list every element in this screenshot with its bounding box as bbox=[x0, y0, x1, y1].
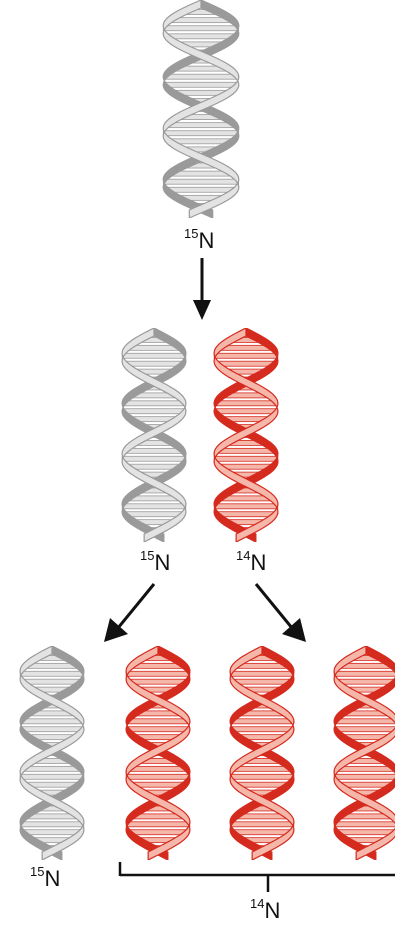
dna-helix-icon bbox=[224, 646, 300, 860]
isotope-mass: 15 bbox=[30, 864, 44, 879]
helix-parental bbox=[156, 0, 246, 218]
base-pair-rung bbox=[126, 671, 190, 676]
dna-helix-icon bbox=[120, 646, 196, 860]
label-14n-gen1: 14N bbox=[236, 550, 266, 576]
base-pair-rung bbox=[125, 448, 183, 453]
isotope-mass: 15 bbox=[184, 226, 198, 241]
backbone-strand bbox=[122, 328, 186, 542]
backbone-strand bbox=[334, 646, 395, 860]
isotope-mass: 14 bbox=[236, 548, 250, 563]
base-pair-rung bbox=[125, 361, 184, 366]
base-pair-rung bbox=[164, 74, 237, 79]
base-pair-rung bbox=[337, 766, 395, 771]
base-pair-rung bbox=[20, 822, 84, 827]
dna-helix-icon bbox=[14, 646, 90, 860]
base-pair-rung bbox=[214, 456, 278, 461]
backbone-strand bbox=[230, 646, 294, 860]
base-pair-rung bbox=[334, 822, 395, 827]
base-pair-rung bbox=[163, 131, 238, 136]
base-pair-rung bbox=[20, 774, 84, 779]
base-pair-rung bbox=[163, 26, 238, 31]
base-pair-rung bbox=[129, 830, 188, 835]
base-pair-rung bbox=[230, 774, 294, 779]
base-pair-rung bbox=[23, 679, 82, 684]
base-pair-rung bbox=[125, 512, 184, 517]
arrow-down-right-icon bbox=[250, 582, 310, 644]
dna-helix-icon bbox=[116, 328, 192, 542]
base-pair-rung bbox=[217, 448, 275, 453]
base-pair-rung bbox=[233, 766, 291, 771]
base-pair-rung bbox=[230, 671, 294, 676]
helix-gen2-new-1 bbox=[120, 646, 196, 860]
dna-helix-icon bbox=[328, 646, 395, 860]
base-pair-rung bbox=[215, 409, 277, 414]
base-pair-rung bbox=[164, 82, 237, 87]
base-pair-rung bbox=[23, 830, 82, 835]
base-pair-rung bbox=[217, 512, 276, 517]
base-pair-rung bbox=[334, 671, 395, 676]
base-pair-rung bbox=[20, 671, 84, 676]
base-pair-rung bbox=[335, 727, 395, 732]
base-pair-rung bbox=[166, 187, 236, 192]
base-pair-rung bbox=[335, 719, 395, 724]
base-pair-rung bbox=[126, 822, 190, 827]
isotope-mass: 15 bbox=[140, 548, 154, 563]
base-pair-rung bbox=[233, 679, 292, 684]
label-15n-gen1: 15N bbox=[140, 550, 170, 576]
base-pair-rung bbox=[123, 409, 185, 414]
arrow-down-left-icon bbox=[100, 582, 160, 644]
bracket bbox=[118, 862, 395, 892]
base-pair-rung bbox=[217, 361, 276, 366]
base-pair-rung bbox=[21, 727, 83, 732]
base-pair-rung bbox=[126, 774, 190, 779]
element-symbol: N bbox=[44, 866, 60, 891]
backbone-strand bbox=[20, 646, 84, 860]
base-pair-rung bbox=[127, 727, 189, 732]
element-symbol: N bbox=[264, 898, 280, 923]
base-pair-rung bbox=[231, 727, 293, 732]
base-pair-rung bbox=[214, 504, 278, 509]
base-pair-rung bbox=[129, 679, 188, 684]
base-pair-rung bbox=[127, 719, 189, 724]
base-pair-rung bbox=[167, 123, 236, 128]
dna-helix-icon bbox=[208, 328, 284, 542]
helix-gen2-new-2 bbox=[224, 646, 300, 860]
base-pair-rung bbox=[233, 830, 292, 835]
helix-gen2-new-3 bbox=[328, 646, 395, 860]
base-pair-rung bbox=[122, 456, 186, 461]
element-symbol: N bbox=[198, 228, 214, 253]
base-pair-rung bbox=[337, 830, 395, 835]
helix-gen2-parental bbox=[14, 646, 90, 860]
base-pair-rung bbox=[122, 353, 186, 358]
base-pair-rung bbox=[166, 34, 235, 39]
label-15n-gen2: 15N bbox=[30, 866, 60, 892]
base-pair-rung bbox=[334, 774, 395, 779]
arrow-down-icon bbox=[192, 258, 212, 320]
dna-helix-icon bbox=[156, 0, 246, 218]
helix-gen1-parental bbox=[116, 328, 192, 542]
label-15n-parental: 15N bbox=[184, 228, 214, 254]
base-pair-rung bbox=[129, 766, 187, 771]
helix-gen1-new bbox=[208, 328, 284, 542]
backbone-strand bbox=[126, 646, 190, 860]
element-symbol: N bbox=[154, 550, 170, 575]
base-pair-rung bbox=[23, 766, 81, 771]
label-14n-gen2: 14N bbox=[250, 898, 280, 924]
backbone-strand bbox=[214, 328, 278, 542]
element-symbol: N bbox=[250, 550, 266, 575]
base-pair-rung bbox=[231, 719, 293, 724]
base-pair-rung bbox=[21, 719, 83, 724]
base-pair-rung bbox=[230, 822, 294, 827]
base-pair-rung bbox=[215, 401, 277, 406]
base-pair-rung bbox=[214, 353, 278, 358]
base-pair-rung bbox=[163, 179, 238, 184]
backbone-strand bbox=[163, 0, 239, 218]
base-pair-rung bbox=[122, 504, 186, 509]
isotope-mass: 14 bbox=[250, 896, 264, 911]
base-pair-rung bbox=[123, 401, 185, 406]
base-pair-rung bbox=[337, 679, 395, 684]
